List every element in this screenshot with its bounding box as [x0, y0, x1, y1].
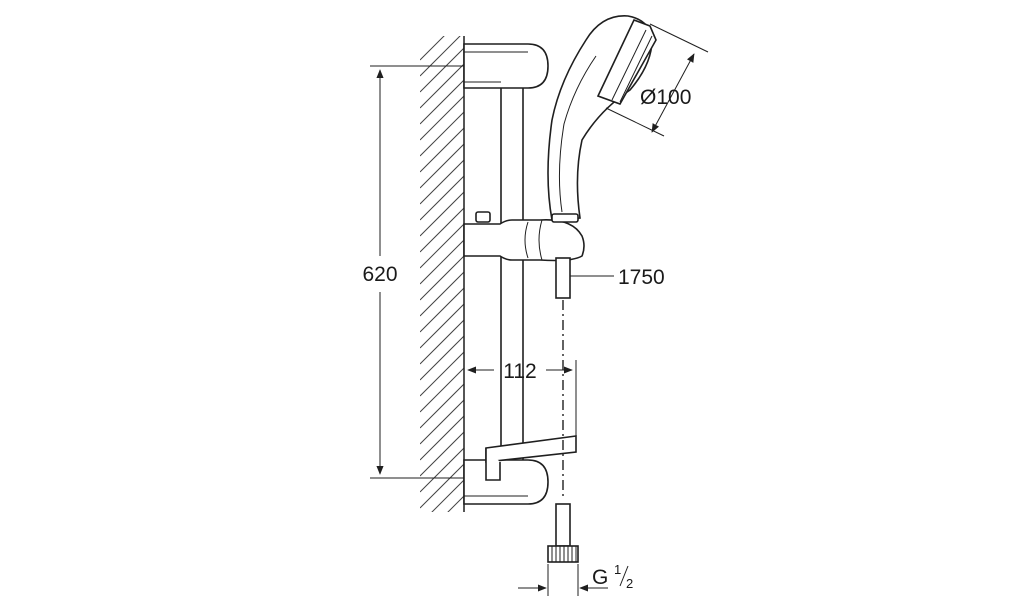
- hand-shower: [547, 15, 657, 223]
- wall-offset-dimension: 112: [467, 360, 577, 440]
- thread-fraction-numerator: 1: [614, 562, 621, 577]
- bottom-wall-bracket: [463, 459, 549, 505]
- thread-fraction-denominator: 2: [626, 576, 633, 591]
- thread-label: G: [592, 566, 608, 589]
- top-wall-bracket: [463, 43, 549, 89]
- thread-dimension: G 1 2: [518, 562, 633, 596]
- rail-length-label: 620: [362, 263, 397, 286]
- head-diameter-label: Ø100: [640, 86, 691, 109]
- rail-length-dimension: 620: [362, 65, 464, 479]
- wall-hatching: [420, 36, 465, 512]
- slide-rail: [500, 81, 524, 475]
- wall-offset-label: 112: [503, 360, 536, 383]
- hose-holder: [485, 435, 577, 481]
- slider-holder: [463, 211, 585, 262]
- head-diameter-dimension: Ø100: [605, 23, 709, 137]
- hose-connector: [547, 503, 579, 563]
- hose-length-dimension: 1750: [570, 266, 665, 289]
- hose-length-label: 1750: [618, 266, 665, 289]
- shower-hose: [555, 257, 571, 500]
